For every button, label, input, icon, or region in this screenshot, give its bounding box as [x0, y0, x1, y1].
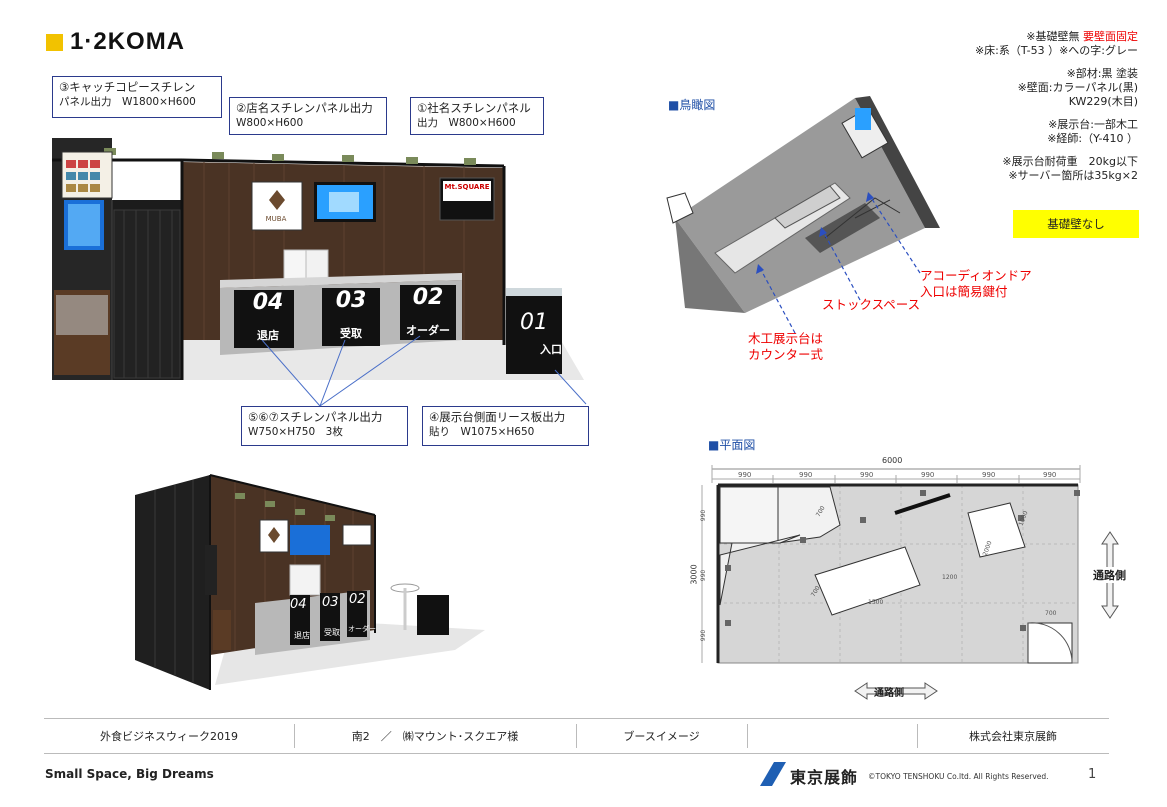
- note-line: ※展示台:一部木工: [1048, 118, 1138, 131]
- plan-height: 3000: [689, 564, 699, 585]
- footer-top-rule: [44, 718, 1109, 719]
- plan-segment-1: 990: [738, 471, 752, 479]
- footer-divider: [747, 724, 748, 748]
- footer-divider: [294, 724, 295, 748]
- plan-title: ■平面図: [708, 438, 756, 452]
- plan-drawing: [701, 465, 1081, 664]
- company-logo-mtsquare: Mt.SQUARE: [444, 183, 490, 191]
- plan-dim-1200: 1200: [942, 574, 958, 581]
- plan-side-2: 990: [700, 569, 708, 582]
- callout-line: ①社名スチレンパネル: [417, 101, 531, 115]
- small-counter-label-02: オーダー: [348, 625, 376, 633]
- podium-label: 入口: [540, 343, 562, 356]
- note-line: ※経師:（Y-410 ）: [1047, 132, 1138, 145]
- plan-segment-3: 990: [860, 471, 874, 479]
- footer-company: 株式会社東京展飾: [969, 730, 1057, 743]
- plan-dim-1500: 1500: [868, 599, 884, 606]
- plan-segment-4: 990: [921, 471, 935, 479]
- spec-notes: ※基礎壁無 要壁面固定 ※床:系（T-53 ）※への字:グレー ※部材:黒 塗装…: [898, 30, 1138, 183]
- label-stock-space: ストックスペース: [822, 297, 921, 312]
- footer-blank: [747, 724, 917, 750]
- callout-panels-567: ⑤⑥⑦スチレンパネル出力 W750×H750 3枚: [241, 406, 408, 446]
- counter-panel-03: 03 受取: [322, 288, 380, 341]
- footer-divider: [576, 724, 577, 748]
- callout-line: W750×H750 3枚: [248, 426, 343, 438]
- note-line: ※サーバー箇所は35kg×2: [1008, 169, 1138, 182]
- brand-logo-icon: [760, 762, 786, 786]
- plan-dim-700b: 700: [1045, 610, 1057, 617]
- plan-side-3: 990: [700, 629, 708, 642]
- podium-number: 01: [520, 310, 548, 335]
- small-counter-label-04: 退店: [294, 631, 310, 640]
- counter-panel-04: 04 退店: [238, 290, 298, 343]
- callout-catch-copy: ③キャッチコピースチレン パネル出力 W1800×H600: [52, 76, 222, 118]
- footer-booth: 南2 ／ ㈱マウント･スクエア様: [351, 730, 519, 743]
- footer-bottom-rule: [44, 753, 1109, 754]
- page-number: 1: [1088, 767, 1097, 782]
- counter-label: オーダー: [406, 324, 450, 337]
- callout-line: ④展示台側面リース板出力: [429, 410, 566, 424]
- note-line: ※展示台耐荷重 20kg以下: [1002, 155, 1138, 168]
- note-line: ※基礎壁無: [1026, 30, 1080, 43]
- logo-mark: [46, 33, 63, 51]
- note-line: KW229(木目): [1068, 95, 1138, 108]
- plan-total-width: 6000: [882, 456, 903, 465]
- small-counter-04: 04: [290, 597, 307, 612]
- callout-line: ②店名スチレンパネル出力: [236, 101, 373, 115]
- callout-line: ③キャッチコピースチレン: [59, 80, 196, 94]
- plan-side-1: 990: [700, 509, 708, 522]
- note-line: ※床:系（T-53 ）※への字:グレー: [974, 44, 1138, 57]
- podium-panel: 01 入口: [506, 310, 562, 357]
- counter-label: 退店: [257, 329, 279, 342]
- birdseye-arrows: [756, 192, 921, 334]
- footer-type: ブースイメージ: [623, 730, 700, 743]
- shop-logo-muba: MUBA: [265, 215, 287, 223]
- footer-brand: 東京展飾: [790, 768, 859, 787]
- callout-line: パネル出力 W1800×H600: [59, 96, 196, 108]
- footer-slogan: Small Space, Big Dreams: [45, 767, 214, 781]
- aisle-label-bottom: 通路側: [874, 688, 904, 699]
- counter-number: 04: [252, 290, 284, 315]
- logo-text: 1·2KOMA: [70, 28, 186, 55]
- label-accordion-door: アコーディオンドア 入口は簡易鍵付: [920, 268, 1032, 299]
- birdseye-title: ■鳥瞰図: [668, 98, 716, 112]
- note-red: 要壁面固定: [1083, 30, 1138, 43]
- counter-number: 03: [335, 288, 367, 313]
- no-base-wall-badge: 基礎壁なし: [1013, 210, 1139, 238]
- aisle-arrow-bottom-icon: [854, 682, 938, 700]
- plan-segment-2: 990: [799, 471, 813, 479]
- footer-event: 外食ビジネスウィーク2019: [100, 730, 238, 743]
- callout-line: 貼り W1075×H650: [429, 426, 535, 438]
- small-counter-03: 03: [322, 595, 339, 610]
- footer-copyright: ©TOKYO TENSHOKU Co.ltd. All Rights Reser…: [868, 772, 1049, 781]
- small-counter-label-03: 受取: [324, 628, 340, 637]
- callout-line: W800×H600: [236, 117, 304, 129]
- birdseye-drawing: [666, 96, 940, 313]
- plan-segment-5: 990: [982, 471, 996, 479]
- booth-render-main: [52, 138, 584, 380]
- counter-panel-02: 02 オーダー: [400, 285, 456, 338]
- callout-shop-name: ②店名スチレンパネル出力 W800×H600: [229, 97, 387, 135]
- callout-company-name: ①社名スチレンパネル 出力 W800×H600: [410, 97, 544, 135]
- note-line: ※部材:黒 塗装: [1066, 67, 1138, 80]
- footer-divider: [917, 724, 918, 748]
- callout-line: ⑤⑥⑦スチレンパネル出力: [248, 410, 383, 424]
- callout-line: 出力 W800×H600: [417, 117, 516, 129]
- callout-leaders: [261, 335, 587, 407]
- booth-render-angle: [135, 474, 485, 690]
- plan-segment-6: 990: [1043, 471, 1057, 479]
- small-counter-02: 02: [349, 592, 366, 607]
- label-wood-counter: 木工展示台は カウンター式: [748, 331, 824, 362]
- aisle-label-right: 通路側: [1093, 567, 1126, 583]
- counter-number: 02: [412, 285, 444, 310]
- logo: 1·2KOMA: [46, 28, 186, 55]
- note-line: ※壁面:カラーパネル(黒): [1017, 81, 1138, 94]
- counter-label: 受取: [340, 327, 362, 340]
- callout-counter-side: ④展示台側面リース板出力 貼り W1075×H650: [422, 406, 589, 446]
